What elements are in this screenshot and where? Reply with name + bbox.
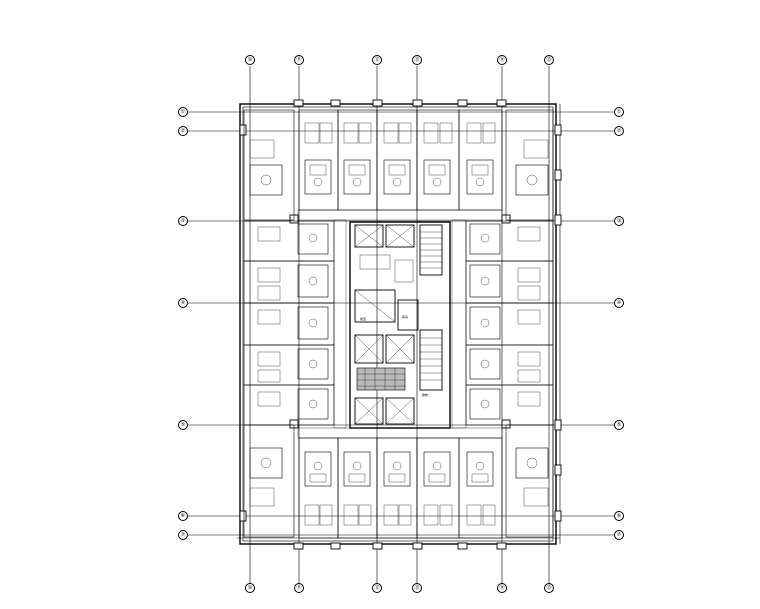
room-label: 客房 bbox=[402, 314, 408, 319]
svg-text:⑥: ⑥ bbox=[617, 513, 622, 519]
grid-bubble: ⑭ bbox=[497, 583, 507, 593]
grid-bubble: ① bbox=[614, 107, 624, 117]
grid-bubble: ⑬ bbox=[412, 583, 422, 593]
guest-rooms-top bbox=[298, 109, 503, 211]
grid-bubble: ⑬ bbox=[412, 55, 422, 65]
svg-text:⑪: ⑪ bbox=[296, 56, 301, 63]
corridor bbox=[297, 209, 503, 439]
grid-bubble: ④ bbox=[614, 298, 624, 308]
guest-rooms-left bbox=[243, 109, 335, 538]
svg-text:⑩: ⑩ bbox=[248, 585, 253, 591]
svg-text:⑬: ⑬ bbox=[414, 56, 419, 63]
svg-text:⑮: ⑮ bbox=[546, 56, 551, 63]
grid-bubble: ⑫ bbox=[372, 55, 382, 65]
svg-text:⑩: ⑩ bbox=[248, 57, 253, 63]
stair-label: 楼梯 bbox=[422, 392, 428, 397]
svg-text:④: ④ bbox=[181, 300, 186, 306]
grid-bubble: ③ bbox=[178, 216, 188, 226]
svg-text:②: ② bbox=[181, 128, 186, 134]
grid-lines bbox=[188, 66, 614, 583]
grid-bubble: ② bbox=[178, 126, 188, 136]
grid-bubble: ⑦ bbox=[614, 530, 624, 540]
grid-bubble: ⑭ bbox=[497, 55, 507, 65]
svg-text:⑬: ⑬ bbox=[414, 584, 419, 591]
svg-text:⑦: ⑦ bbox=[181, 532, 186, 538]
grid-bubble: ① bbox=[178, 107, 188, 117]
svg-text:③: ③ bbox=[181, 218, 185, 224]
grid-bubble: ⑥ bbox=[178, 511, 188, 521]
grid-bubbles-left: ① ② ③ ④ ⑤ ⑥ ⑦ bbox=[178, 107, 188, 540]
svg-text:⑤: ⑤ bbox=[181, 422, 185, 428]
grid-bubble: ⑦ bbox=[178, 530, 188, 540]
svg-text:⑤: ⑤ bbox=[617, 422, 621, 428]
grid-bubble: ③ bbox=[614, 216, 624, 226]
building-outline bbox=[237, 103, 561, 545]
grid-bubble: ⑤ bbox=[614, 420, 624, 430]
lobby-label: 前室 bbox=[360, 316, 366, 321]
svg-text:⑫: ⑫ bbox=[374, 56, 379, 63]
grid-bubble: ② bbox=[614, 126, 624, 136]
svg-text:⑫: ⑫ bbox=[374, 584, 379, 591]
grid-bubbles-bottom: ⑩ ⑪ ⑫ ⑬ ⑭ ⑮ bbox=[245, 583, 554, 593]
svg-text:①: ① bbox=[181, 109, 186, 115]
svg-text:⑭: ⑭ bbox=[499, 584, 504, 591]
svg-text:⑭: ⑭ bbox=[499, 56, 504, 63]
grid-bubble: ⑩ bbox=[245, 55, 255, 65]
grid-bubble: ⑤ bbox=[178, 420, 188, 430]
svg-text:⑮: ⑮ bbox=[546, 584, 551, 591]
svg-text:③: ③ bbox=[617, 218, 621, 224]
grid-bubble: ⑪ bbox=[294, 583, 304, 593]
guest-rooms-bottom bbox=[298, 437, 503, 539]
grid-bubble: ⑫ bbox=[372, 583, 382, 593]
grid-bubbles-right: ① ② ③ ④ ⑤ ⑥ ⑦ bbox=[614, 107, 624, 540]
svg-text:②: ② bbox=[617, 128, 622, 134]
grid-bubbles-top: ⑩ ⑪ ⑫ ⑬ ⑭ ⑮ bbox=[245, 55, 554, 65]
grid-bubble: ⑩ bbox=[245, 583, 255, 593]
grid-bubble: ⑮ bbox=[544, 55, 554, 65]
grid-bubble: ⑪ bbox=[294, 55, 304, 65]
svg-text:④: ④ bbox=[617, 300, 622, 306]
svg-text:⑦: ⑦ bbox=[617, 532, 622, 538]
structural-columns bbox=[239, 99, 562, 550]
svg-text:⑪: ⑪ bbox=[296, 584, 301, 591]
svg-text:⑥: ⑥ bbox=[181, 513, 186, 519]
grid-bubble: ⑥ bbox=[614, 511, 624, 521]
svg-text:①: ① bbox=[617, 109, 622, 115]
grid-bubble: ④ bbox=[178, 298, 188, 308]
central-core: 前室 客房 楼梯 bbox=[349, 221, 451, 429]
grid-bubble: ⑮ bbox=[544, 583, 554, 593]
guest-rooms-right bbox=[465, 109, 554, 538]
